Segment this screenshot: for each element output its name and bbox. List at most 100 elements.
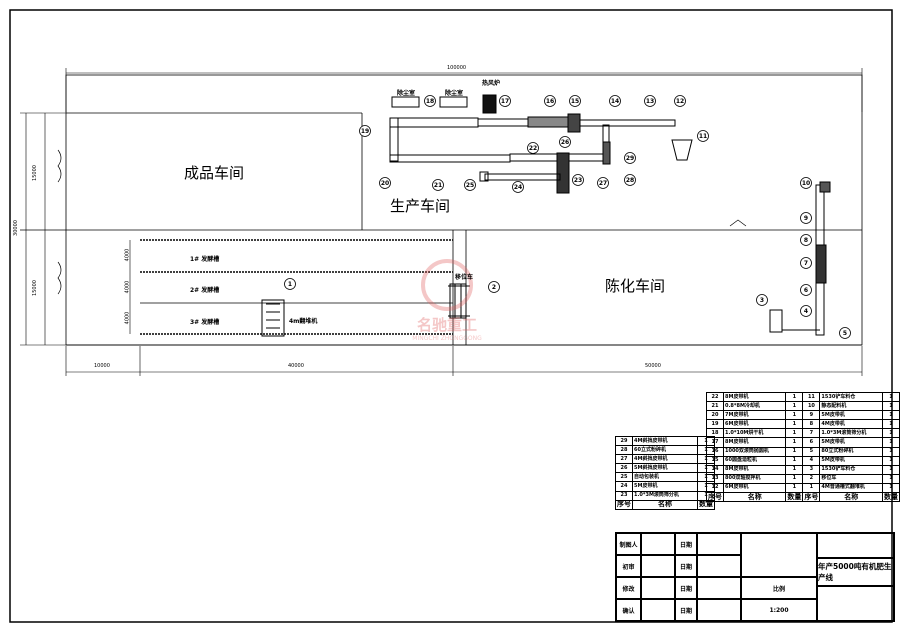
callout-number: 2 [492, 284, 496, 291]
part-qty: 1 [881, 482, 900, 494]
part-number: 16 [706, 446, 724, 457]
part-number: 2 [802, 473, 821, 484]
table-header: 序号名称数量 [615, 499, 715, 510]
part-name: 1530铲车料仓 [819, 391, 883, 403]
callout-circle [609, 95, 621, 107]
part-name: 8M皮带机 [722, 464, 787, 475]
callout-number: 4 [804, 308, 808, 315]
part-qty: 1 [785, 437, 804, 448]
part-qty: 1 [881, 428, 900, 439]
part-qty: 1 [881, 446, 900, 457]
part-number: 9 [802, 410, 821, 421]
callout-14: 14 [609, 95, 621, 107]
callout-number: 20 [381, 180, 389, 187]
callout-10: 10 [800, 177, 812, 189]
drawn-date-label: 日期 [675, 533, 697, 555]
confirm-label: 确认 [616, 599, 641, 621]
part-number: 28 [615, 445, 633, 456]
modify-label: 修改 [616, 577, 641, 599]
callout-number: 27 [599, 180, 607, 187]
callout-21: 21 [432, 179, 444, 191]
callout-number: 12 [676, 98, 684, 105]
header-qty: 数量 [881, 492, 900, 503]
callout-circle [800, 257, 812, 269]
part-name: 1530铲车料仓 [819, 464, 883, 475]
part-number: 14 [706, 464, 724, 475]
callout-number: 24 [514, 184, 522, 191]
callout-circle [624, 174, 636, 186]
part-qty: 1 [785, 391, 804, 403]
turner-machine [261, 299, 285, 337]
callout-number: 10 [802, 180, 810, 187]
callout-number: 28 [626, 177, 634, 184]
callout-circle [800, 234, 812, 246]
callout-number: 25 [466, 182, 474, 189]
callout-circle [569, 95, 581, 107]
callout-19: 19 [359, 125, 371, 137]
part-name: 60圆盘造粒机 [722, 455, 787, 466]
part-number: 4 [802, 455, 821, 466]
callout-number: 23 [574, 177, 582, 184]
callout-1: 1 [284, 278, 296, 290]
part-name: 5M皮带机 [632, 481, 698, 492]
part-name: 移位车 [819, 473, 883, 484]
callout-25: 25 [464, 179, 476, 191]
callout-11: 11 [697, 130, 709, 142]
part-qty: 1 [785, 446, 804, 457]
part-qty: 1 [785, 464, 804, 475]
part-name: 800双轴搅拌机 [722, 473, 787, 484]
part-name: 6M皮带机 [722, 419, 787, 430]
part-name: 60立式粉碎机 [632, 445, 698, 456]
blank-bottom-right [817, 586, 894, 621]
callout-16: 16 [544, 95, 556, 107]
callout-circle [464, 179, 476, 191]
part-qty: 1 [881, 464, 900, 475]
callout-number: 1 [288, 281, 292, 288]
building-walls [20, 74, 863, 346]
part-number: 11 [802, 391, 821, 403]
part-number: 13 [706, 473, 724, 484]
fermentation-tanks [140, 239, 453, 335]
part-name: 1.0*3M滚筒筛分机 [819, 428, 883, 439]
header-name: 名称 [632, 499, 698, 510]
part-number: 23 [615, 490, 633, 501]
scale-value: 1:200 [741, 599, 817, 621]
callout-number: 17 [501, 98, 509, 105]
part-qty: 1 [881, 437, 900, 448]
part-name: 8M皮带机 [722, 437, 787, 448]
callout-circle [512, 181, 524, 193]
callout-number: 13 [646, 98, 654, 105]
callout-number: 29 [626, 155, 634, 162]
callout-5: 5 [839, 327, 851, 339]
part-qty: 1 [785, 410, 804, 421]
callout-23: 23 [572, 174, 584, 186]
callout-2: 2 [488, 281, 500, 293]
header-name: 名称 [819, 492, 883, 503]
part-number: 5 [802, 446, 821, 457]
callout-number: 22 [529, 145, 537, 152]
blank-cell [741, 533, 817, 577]
header-no: 序号 [615, 499, 633, 510]
part-name: 5M皮带机 [819, 455, 883, 466]
callout-number: 6 [804, 287, 808, 294]
part-name: 自动包装机 [632, 472, 698, 483]
part-qty: 1 [881, 391, 900, 403]
header-no: 序号 [706, 492, 724, 503]
callout-circle [359, 125, 371, 137]
confirm-date-label: 日期 [675, 599, 697, 621]
part-qty: 1 [881, 455, 900, 466]
part-number: 15 [706, 455, 724, 466]
part-number: 19 [706, 419, 724, 430]
callout-circle [559, 136, 571, 148]
callout-circle [499, 95, 511, 107]
callout-29: 29 [624, 152, 636, 164]
callout-number: 26 [561, 139, 569, 146]
callout-number: 7 [804, 260, 808, 267]
part-number: 29 [615, 435, 633, 447]
